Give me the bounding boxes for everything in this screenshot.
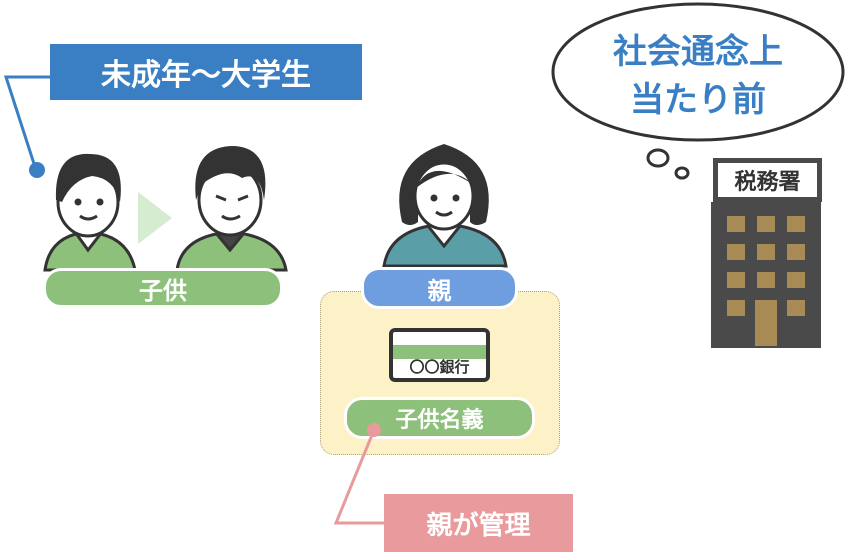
bankbook-text: 〇〇銀行 xyxy=(409,358,470,376)
bankbook-stripe xyxy=(393,345,486,359)
bankbook-icon: 〇〇銀行 xyxy=(389,328,490,382)
thought-bubble xyxy=(551,2,845,180)
tax-office-label: 税務署 xyxy=(734,170,801,195)
speech-line-1: 社会通念上 xyxy=(613,32,783,72)
managed-label: 親が管理 xyxy=(384,494,573,552)
tax-office-sign: 税務署 xyxy=(713,158,822,202)
speech-text: 社会通念上 当たり前 xyxy=(568,28,828,124)
age-label: 未成年～大学生 xyxy=(50,44,362,100)
growth-arrow-icon xyxy=(138,192,172,244)
parent-label: 親 xyxy=(361,267,518,309)
child-young-icon xyxy=(43,153,137,272)
child-older-icon xyxy=(175,146,288,272)
parent-icon xyxy=(382,144,508,268)
tax-office-building-icon xyxy=(711,202,821,348)
speech-line-2: 当たり前 xyxy=(630,80,766,120)
child-label: 子供 xyxy=(43,268,283,308)
